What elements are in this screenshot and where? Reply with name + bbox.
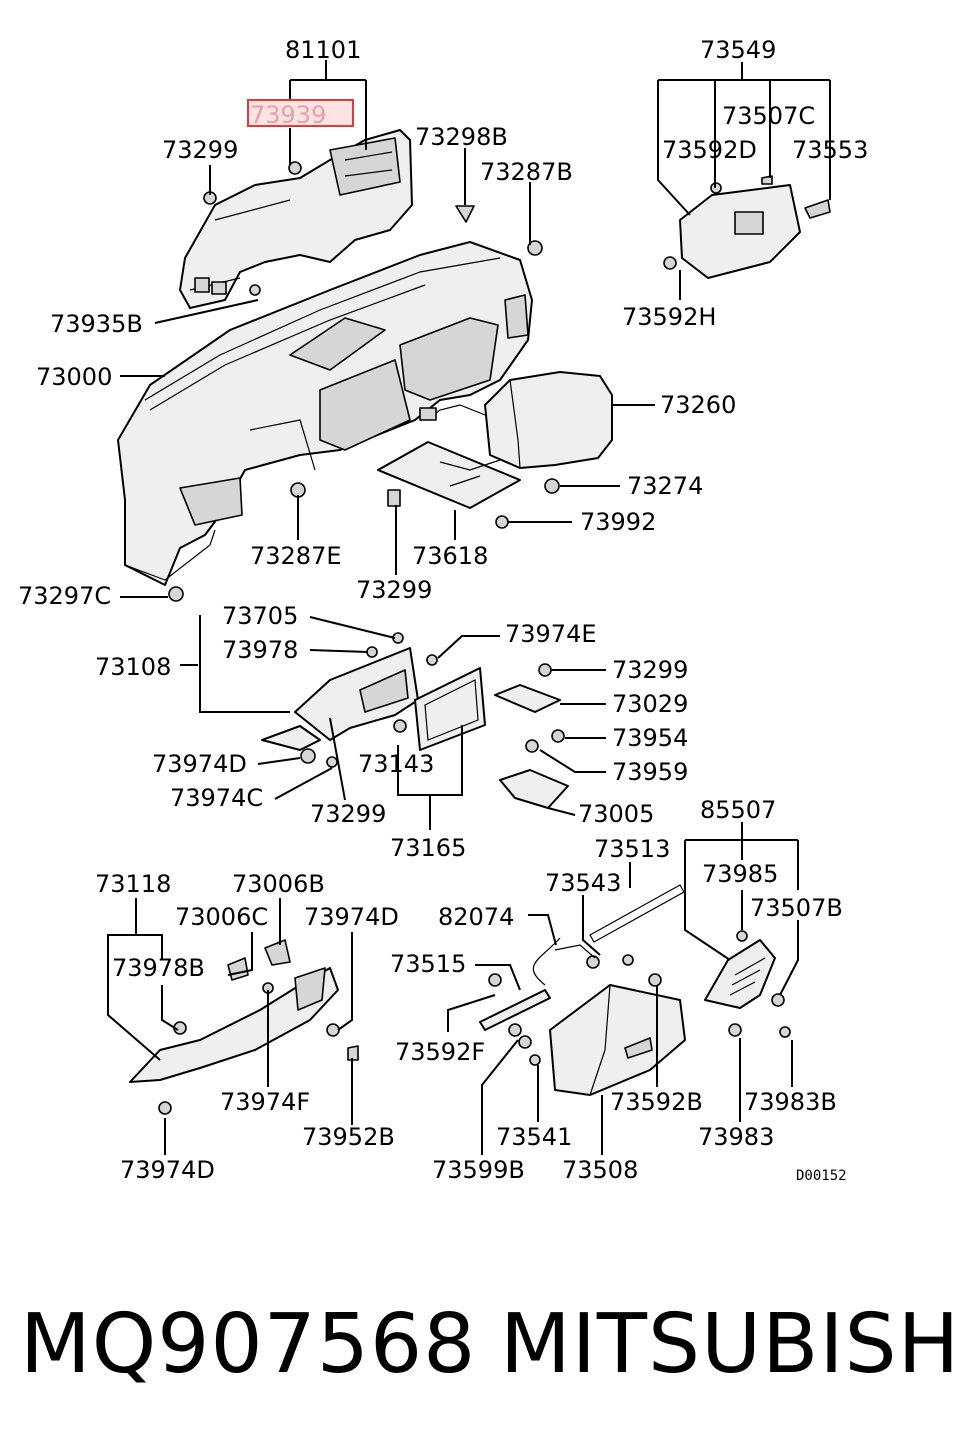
label-73287b: 73287B [480, 158, 573, 186]
label-73978b: 73978B [112, 954, 205, 982]
label-73592h: 73592H [622, 303, 716, 331]
glove-box-shape [479, 884, 686, 1096]
leader-lines [107, 60, 831, 1155]
label-73592b: 73592B [610, 1088, 703, 1116]
label-73592d: 73592D [662, 136, 757, 164]
label-73974d-right: 73974D [304, 903, 399, 931]
label-73974d-bottom: 73974D [120, 1156, 215, 1184]
label-73553: 73553 [792, 136, 868, 164]
footer: MQ907568 MITSUBISHI [0, 1290, 960, 1400]
label-73274: 73274 [627, 472, 703, 500]
label-73299-mid: 73299 [356, 576, 432, 604]
bezel-frame-shape [414, 667, 486, 751]
label-73978: 73978 [222, 636, 298, 664]
label-73507c: 73507C [722, 102, 815, 130]
brand-name: MITSUBISHI [500, 1297, 960, 1392]
label-73985: 73985 [702, 860, 778, 888]
label-73165: 73165 [390, 834, 466, 862]
label-73952b: 73952B [302, 1123, 395, 1151]
label-73983: 73983 [698, 1123, 774, 1151]
label-82074: 82074 [438, 903, 514, 931]
label-73260: 73260 [660, 391, 736, 419]
airbag-bracket-shape [377, 441, 521, 509]
label-73508: 73508 [562, 1156, 638, 1184]
label-73543: 73543 [545, 869, 621, 897]
lower-panel-shape [261, 647, 419, 751]
label-73513: 73513 [594, 835, 670, 863]
label-73954: 73954 [612, 724, 688, 752]
label-73298b: 73298B [415, 123, 508, 151]
label-85507: 85507 [700, 796, 776, 824]
label-73143: 73143 [358, 750, 434, 778]
part-shapes [117, 129, 831, 1115]
label-73599b: 73599B [432, 1156, 525, 1184]
label-73974c: 73974C [170, 784, 263, 812]
dash-panel-shape [117, 241, 533, 586]
label-73974f: 73974F [220, 1088, 310, 1116]
label-73549: 73549 [700, 36, 776, 64]
label-73705: 73705 [222, 602, 298, 630]
label-73592f: 73592F [395, 1038, 485, 1066]
label-73983b: 73983B [744, 1088, 837, 1116]
meter-hood-shape [179, 129, 413, 309]
under-cover-shape [129, 939, 339, 1115]
label-73515: 73515 [390, 950, 466, 978]
label-73974e: 73974E [505, 620, 597, 648]
parts-diagram: 73939 81101 73299 73298B 73287B 73935B 7… [18, 36, 868, 1184]
label-73507b: 73507B [750, 894, 843, 922]
label-73287e: 73287E [250, 542, 342, 570]
airbag-module-shape [419, 371, 613, 469]
label-73541: 73541 [496, 1123, 572, 1151]
highlight-box [247, 99, 354, 127]
label-73618: 73618 [412, 542, 488, 570]
label-73118: 73118 [95, 870, 171, 898]
labels: 81101 73299 73298B 73287B 73935B 73000 7… [18, 36, 868, 1184]
center-panel-shape [663, 175, 831, 279]
label-73029: 73029 [612, 690, 688, 718]
label-73992: 73992 [580, 508, 656, 536]
label-73299-top: 73299 [162, 136, 238, 164]
label-73297c: 73297C [18, 582, 111, 610]
label-73959: 73959 [612, 758, 688, 786]
diagram-code: D00152 [796, 1168, 847, 1184]
label-73006c: 73006C [175, 903, 268, 931]
label-73299-low: 73299 [310, 800, 386, 828]
trays-shape [494, 684, 569, 809]
label-73006b: 73006B [232, 870, 325, 898]
part-number: MQ907568 [20, 1297, 477, 1392]
side-vent-shape [704, 939, 776, 1009]
label-73935b: 73935B [50, 310, 143, 338]
label-73108: 73108 [95, 653, 171, 681]
label-73299-right: 73299 [612, 656, 688, 684]
fasteners [168, 161, 791, 1066]
label-73974d-mid: 73974D [152, 750, 247, 778]
label-73000: 73000 [36, 363, 112, 391]
label-81101: 81101 [285, 36, 361, 64]
highlight-label: 73939 [250, 101, 326, 129]
label-73005: 73005 [578, 800, 654, 828]
